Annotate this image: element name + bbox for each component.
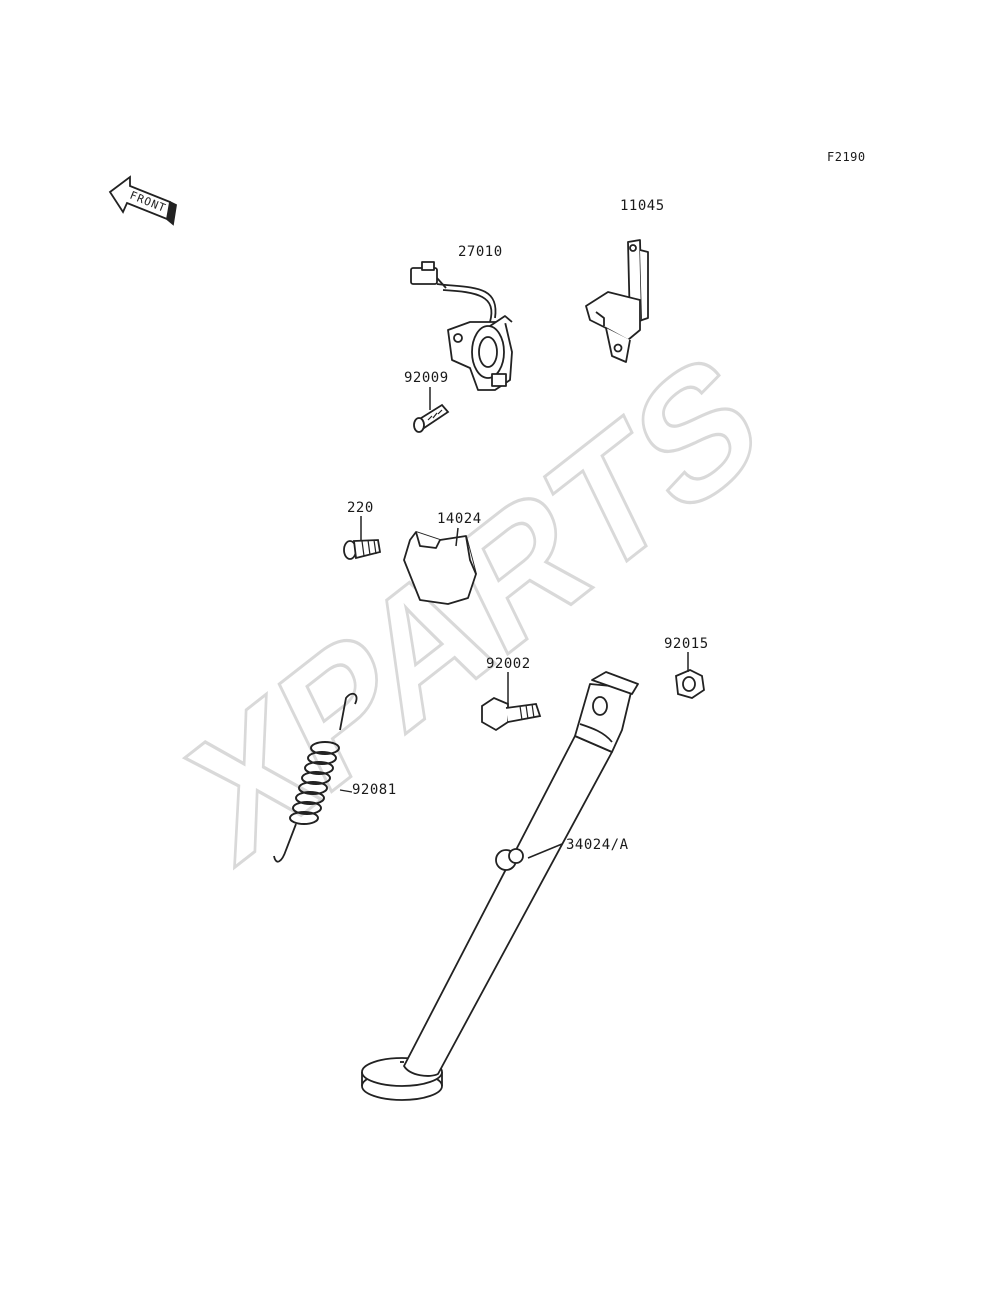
bolt-220 xyxy=(343,539,382,560)
spring-92081 xyxy=(273,692,358,863)
screw-92009 xyxy=(413,403,450,433)
part-number-14024: 14024 xyxy=(437,511,482,527)
part-number-34024: 34024/A xyxy=(566,837,629,853)
part-number-27010: 27010 xyxy=(458,244,503,260)
part-number-11045: 11045 xyxy=(620,198,665,214)
front-arrow-icon: FRONT xyxy=(108,175,177,226)
part-number-92015: 92015 xyxy=(664,636,709,652)
part-number-92009: 92009 xyxy=(404,370,449,386)
part-number-92081: 92081 xyxy=(352,782,397,798)
bolt-92002 xyxy=(481,696,542,732)
cover-14024 xyxy=(403,531,477,605)
nut-92015 xyxy=(675,669,705,699)
part-number-92002: 92002 xyxy=(486,656,531,672)
bracket-11045 xyxy=(585,239,649,363)
watermark: XPARTS xyxy=(165,311,783,902)
figure-code: F2190 xyxy=(827,150,866,164)
side-stand-34024 xyxy=(361,671,639,1101)
part-number-220: 220 xyxy=(347,500,374,516)
switch-27010 xyxy=(410,261,513,391)
